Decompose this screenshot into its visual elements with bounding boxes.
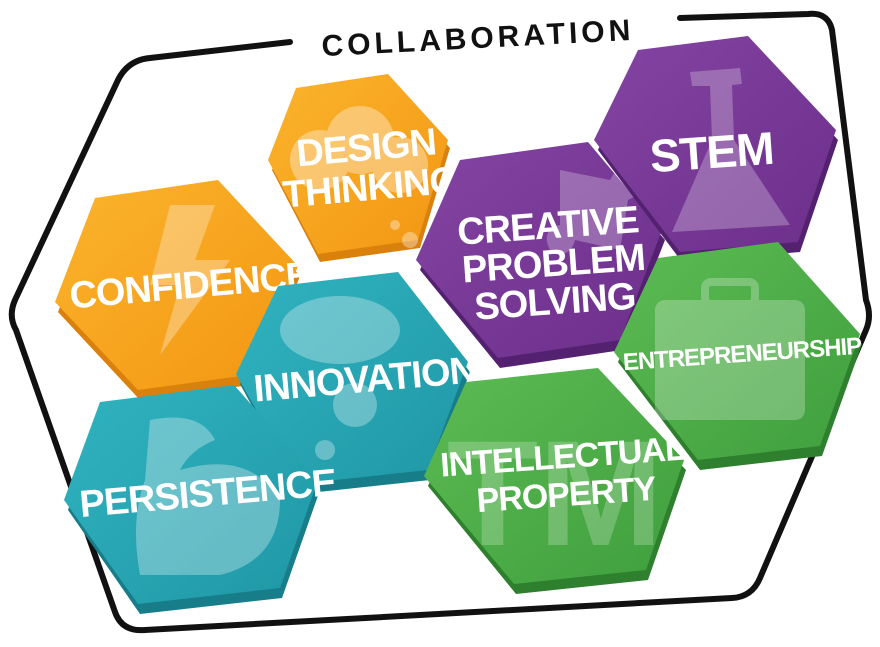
cloud-icon — [290, 106, 428, 248]
flask-icon — [672, 68, 790, 232]
tile-persistence: PERSISTENCE — [64, 385, 338, 614]
tile-creative-problem-solving: CREATIVE PROBLEM SOLVING — [416, 142, 665, 368]
flexed-arm-icon — [136, 417, 280, 575]
tile-innovation: INNOVATION — [236, 272, 478, 494]
label-stem: STEM — [648, 122, 775, 183]
briefcase-icon — [655, 278, 805, 420]
thought-bubble-icon — [280, 296, 400, 460]
tile-stem: STEM — [594, 36, 838, 262]
tile-intellectual-property: TM INTELLECTUAL PROPERTY — [424, 368, 686, 594]
tile-entrepreneurship: ENTREPRENEURSHIP — [614, 242, 863, 470]
lightning-icon — [150, 205, 230, 355]
svg-text:CREATIVE PROBLEM S: CREATIVE PROBLEM SOLVING — [456, 198, 658, 329]
tile-design-thinking: DESIGN THINKING — [268, 74, 460, 262]
svg-text:DESIGN THINKING: DESIGN THINKING — [278, 120, 460, 217]
puzzle-icon — [546, 167, 644, 254]
trademark-icon: TM — [447, 409, 664, 577]
